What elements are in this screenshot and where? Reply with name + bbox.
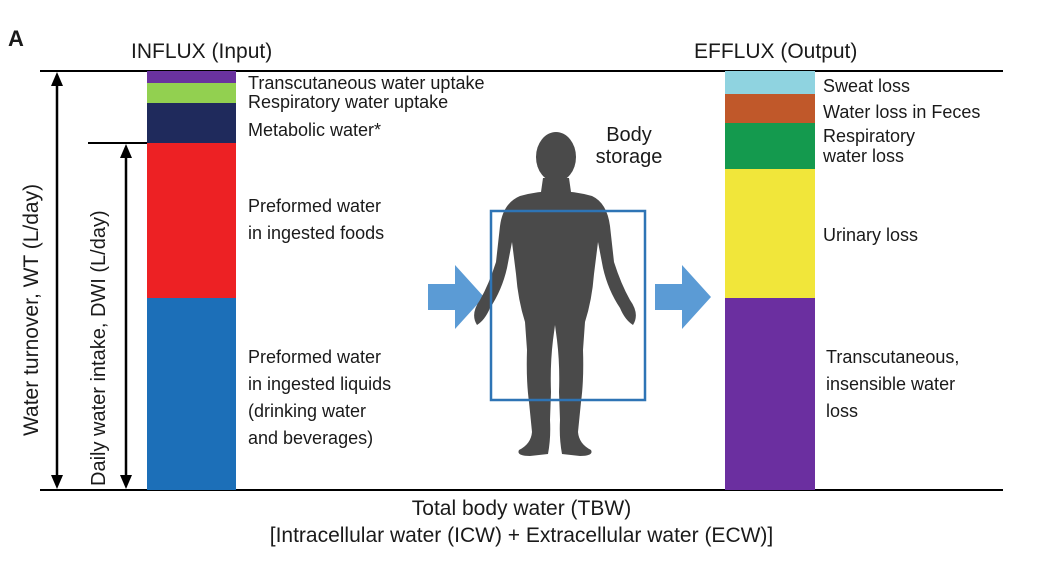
wt-axis-label: Water turnover, WT (L/day) (20, 183, 43, 436)
influx-segment-foods (147, 143, 236, 298)
influx-label-liquids: Preformed water in ingested liquids (dri… (248, 347, 392, 448)
dwi-arrow (120, 144, 132, 489)
footer-line-1: Total body water (TBW) (411, 497, 632, 520)
body-storage-box (489, 209, 647, 402)
wt-arrow (51, 72, 63, 489)
influx-label-metabolic: Metabolic water* (248, 120, 382, 140)
efflux-segment-respiratory (725, 123, 815, 169)
human-silhouette-icon (474, 132, 636, 456)
flow-arrow-right (655, 265, 711, 329)
dwi-axis-label: Daily water intake, DWI (L/day) (88, 210, 110, 486)
efflux-label-urinary: Urinary loss (823, 225, 919, 245)
flow-arrow-left (428, 265, 484, 329)
body-storage-label: Body storage (595, 124, 663, 168)
influx-segment-liquids (147, 298, 236, 490)
influx-label-respiratory: Respiratory water uptake (248, 92, 449, 112)
influx-segment-transcutaneous (147, 71, 236, 83)
efflux-bar (725, 71, 815, 490)
footer-line-2: [Intracellular water (ICW) + Extracellul… (269, 524, 774, 547)
influx-segment-respiratory (147, 83, 236, 103)
efflux-label-feces: Water loss in Feces (823, 102, 981, 122)
influx-title: INFLUX (Input) (131, 40, 273, 63)
influx-label-transcutaneous: Transcutaneous water uptake (248, 73, 485, 93)
influx-bar (147, 71, 236, 490)
efflux-segment-transcutaneous (725, 298, 815, 490)
efflux-segment-urinary (725, 169, 815, 298)
influx-label-foods: Preformed water in ingested foods (248, 196, 385, 243)
efflux-label-respiratory: Respiratory water loss (823, 126, 916, 166)
efflux-segment-feces (725, 94, 815, 123)
panel-label: A (8, 26, 24, 51)
efflux-title: EFFLUX (Output) (694, 40, 858, 63)
efflux-segment-sweat (725, 71, 815, 94)
influx-segment-metabolic (147, 103, 236, 143)
efflux-label-transcutaneous: Transcutaneous, insensible water loss (826, 347, 960, 421)
efflux-label-sweat: Sweat loss (823, 76, 911, 96)
